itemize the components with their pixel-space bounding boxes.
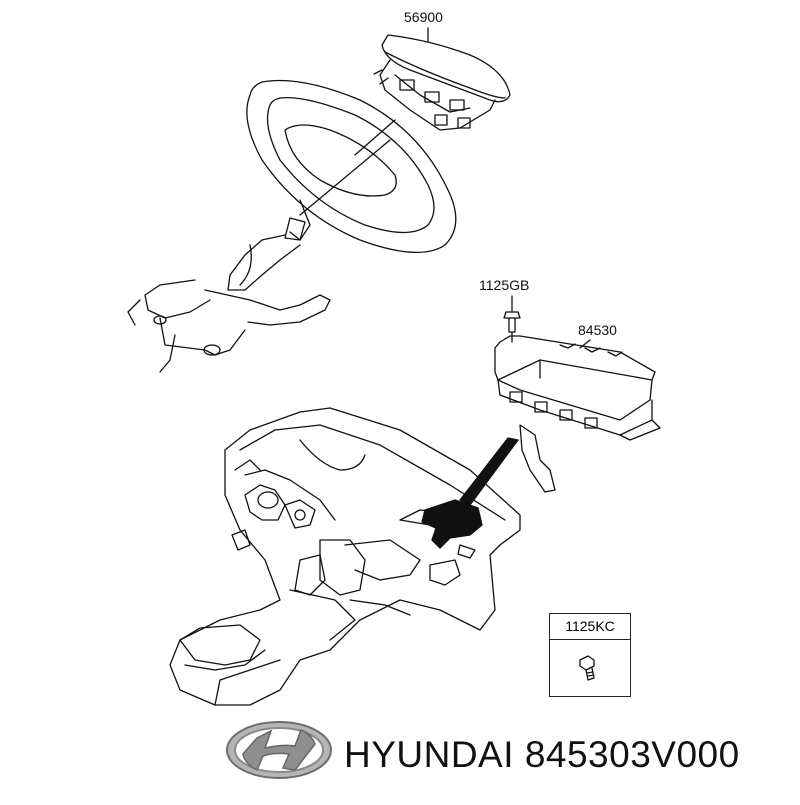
passenger-airbag-module	[494, 295, 661, 493]
bolt-icon-1125kc	[579, 655, 595, 681]
callout-1125kc: 1125KC	[550, 614, 630, 640]
dashboard	[169, 407, 521, 706]
brand-name: HYUNDAI	[344, 734, 515, 775]
part-number: 845303V000	[524, 734, 740, 775]
hyundai-logo	[226, 721, 332, 779]
steering-airbag-module	[373, 27, 511, 131]
callout-1125gb: 1125GB	[479, 277, 530, 293]
callout-84530: 84530	[578, 322, 617, 338]
steering-wheel	[246, 79, 457, 254]
location-indicator	[421, 437, 519, 549]
steering-column	[127, 217, 331, 373]
part-caption: HYUNDAI 845303V000	[344, 734, 740, 776]
callout-56900: 56900	[404, 9, 443, 25]
callout-box-1125kc: 1125KC	[549, 613, 631, 697]
